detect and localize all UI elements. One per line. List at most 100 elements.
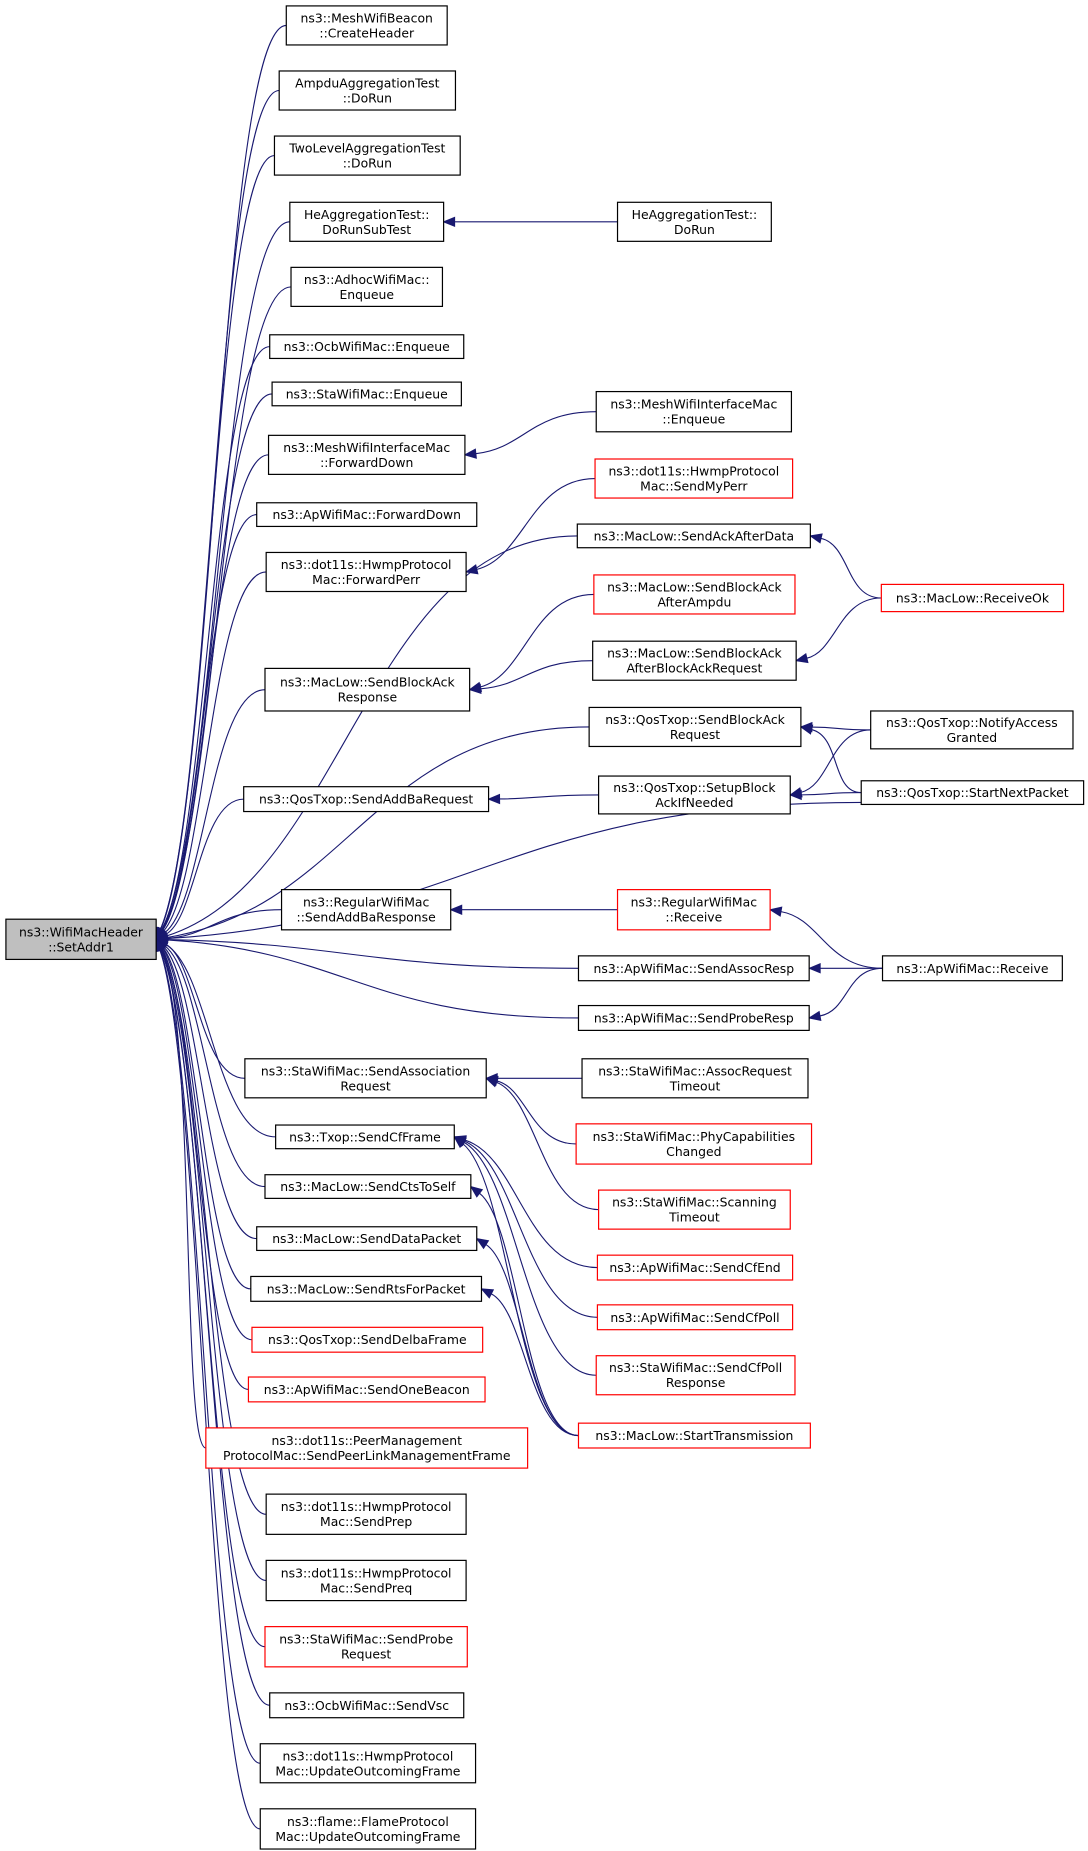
function-node[interactable]: ns3::ApWifiMac::ForwardDown — [256, 502, 478, 528]
node-box — [264, 1174, 472, 1199]
node-box — [5, 918, 157, 961]
node-label: ns3::StaWifiMac::SendCfPoll — [609, 1360, 782, 1375]
function-node[interactable]: ns3::dot11s::HwmpProtocolMac::ForwardPer… — [265, 551, 467, 593]
arrowhead — [469, 1185, 484, 1198]
node-box — [259, 1808, 477, 1850]
function-node[interactable]: ns3::ApWifiMac::SendCfEnd — [596, 1254, 794, 1281]
call-edge — [164, 689, 265, 934]
node-box — [256, 502, 478, 528]
function-node[interactable]: ns3::MacLow::ReceiveOk — [880, 583, 1065, 613]
nodes-layer: ns3::WifiMacHeader::SetAddr1 ns3::MeshWif… — [5, 5, 1085, 1850]
function-node[interactable]: ns3::OcbWifiMac::Enqueue — [269, 334, 465, 360]
function-node[interactable]: ns3::StaWifiMac::Enqueue — [271, 381, 462, 407]
function-node[interactable]: ns3::MacLow::SendDataPacket — [256, 1226, 478, 1252]
function-node[interactable]: ns3::Txop::SendCfFrame — [275, 1124, 455, 1150]
function-node[interactable]: ns3::MeshWifiInterfaceMac::Enqueue — [595, 390, 793, 433]
node-box — [264, 667, 471, 712]
function-node[interactable]: ns3::flame::FlameProtocolMac::UpdateOutc… — [259, 1808, 477, 1850]
node-label: HeAggregationTest:: — [632, 207, 758, 222]
function-node[interactable]: ns3::ApWifiMac::SendAssocResp — [577, 955, 810, 982]
node-box — [259, 1743, 477, 1784]
node-box — [595, 390, 793, 433]
function-node[interactable]: ns3::MacLow::StartTransmission — [577, 1422, 811, 1449]
node-label: ns3::StaWifiMac::AssocRequest — [598, 1063, 792, 1078]
node-label: Request — [670, 727, 720, 742]
function-node[interactable]: ns3::MacLow::SendBlockAckAfterBlockAckRe… — [592, 640, 797, 681]
function-node[interactable]: ns3::dot11s::PeerManagementProtocolMac::… — [205, 1427, 529, 1469]
node-label: ns3::RegularWifiMac — [631, 895, 758, 910]
node-label: ::Enqueue — [662, 412, 725, 427]
function-node[interactable]: ns3::MeshWifiBeacon::CreateHeader — [285, 5, 448, 46]
node-box — [616, 889, 771, 931]
node-box — [280, 889, 452, 931]
function-node[interactable]: ns3::ApWifiMac::SendOneBeacon — [247, 1376, 486, 1403]
node-label: ns3::MacLow::SendCtsToSelf — [280, 1179, 456, 1194]
function-node[interactable]: HeAggregationTest::DoRun — [616, 201, 772, 242]
function-node[interactable]: ns3::ApWifiMac::SendCfPoll — [596, 1304, 794, 1331]
node-box — [256, 1226, 478, 1252]
call-edge — [499, 794, 599, 800]
node-label: ProtocolMac::SendPeerLinkManagementFrame — [223, 1448, 511, 1463]
call-edge — [165, 944, 276, 1138]
function-node[interactable]: ns3::dot11s::HwmpProtocolMac::UpdateOutc… — [259, 1743, 477, 1784]
call-edge — [496, 1080, 577, 1145]
node-label: Mac::UpdateOutcomingFrame — [275, 1829, 460, 1844]
call-edge — [161, 393, 273, 931]
node-box — [267, 434, 466, 475]
function-node[interactable]: ns3::ApWifiMac::SendProbeResp — [577, 1004, 810, 1031]
function-node[interactable]: ns3::RegularWifiMac::SendAddBaResponse — [280, 889, 452, 931]
call-edge — [163, 946, 257, 1240]
function-node[interactable]: HeAggregationTest::DoRunSubTest — [289, 201, 445, 242]
node-box — [860, 780, 1085, 806]
node-label: ns3::dot11s::HwmpProtocol — [283, 1748, 454, 1763]
function-node[interactable]: ns3::AdhocWifiMac::Enqueue — [290, 266, 444, 307]
call-edge — [167, 909, 282, 939]
function-node[interactable]: ns3::QosTxop::StartNextPacket — [860, 780, 1085, 806]
function-node[interactable]: ns3::MacLow::SendAckAfterData — [576, 523, 811, 549]
node-box — [278, 70, 457, 111]
call-edge — [163, 571, 267, 932]
arrowhead — [449, 904, 463, 915]
function-node[interactable]: ns3::OcbWifiMac::SendVsc — [269, 1692, 465, 1719]
arrowhead — [807, 1010, 822, 1022]
function-node[interactable]: ns3::RegularWifiMac::Receive — [616, 889, 771, 931]
function-node[interactable]: AmpduAggregationTest::DoRun — [278, 70, 457, 111]
function-node[interactable]: ns3::QosTxop::SendDelbaFrame — [251, 1326, 484, 1353]
function-node[interactable]: ns3::MacLow::SendCtsToSelf — [264, 1174, 472, 1199]
node-label: ns3::StaWifiMac::SendProbe — [279, 1632, 453, 1647]
node-box — [577, 1004, 810, 1031]
function-node[interactable]: ns3::MacLow::SendRtsForPacket — [250, 1275, 483, 1302]
node-label: ns3::MacLow::SendAckAfterData — [594, 528, 795, 543]
node-label: ns3::QosTxop::NotifyAccess — [886, 715, 1058, 730]
root-node[interactable]: ns3::WifiMacHeader::SetAddr1 — [5, 918, 157, 961]
function-node[interactable]: ns3::QosTxop::SendAddBaRequest — [243, 786, 490, 813]
arrowhead — [484, 1077, 499, 1088]
node-label: HeAggregationTest:: — [304, 207, 430, 222]
node-label: Request — [340, 1078, 390, 1093]
node-label: ns3::dot11s::HwmpProtocol — [281, 1499, 452, 1514]
call-edge — [820, 537, 882, 599]
call-edge — [485, 1244, 579, 1437]
arrowhead — [480, 1288, 495, 1299]
function-node[interactable]: ns3::MeshWifiInterfaceMac::ForwardDown — [267, 434, 466, 475]
node-label: ns3::MeshWifiBeacon — [301, 10, 433, 25]
arrowhead — [464, 564, 479, 575]
function-node[interactable]: ns3::ApWifiMac::Receive — [881, 955, 1063, 982]
function-node[interactable]: TwoLevelAggregationTest::DoRun — [273, 135, 461, 176]
node-box — [269, 1692, 465, 1719]
